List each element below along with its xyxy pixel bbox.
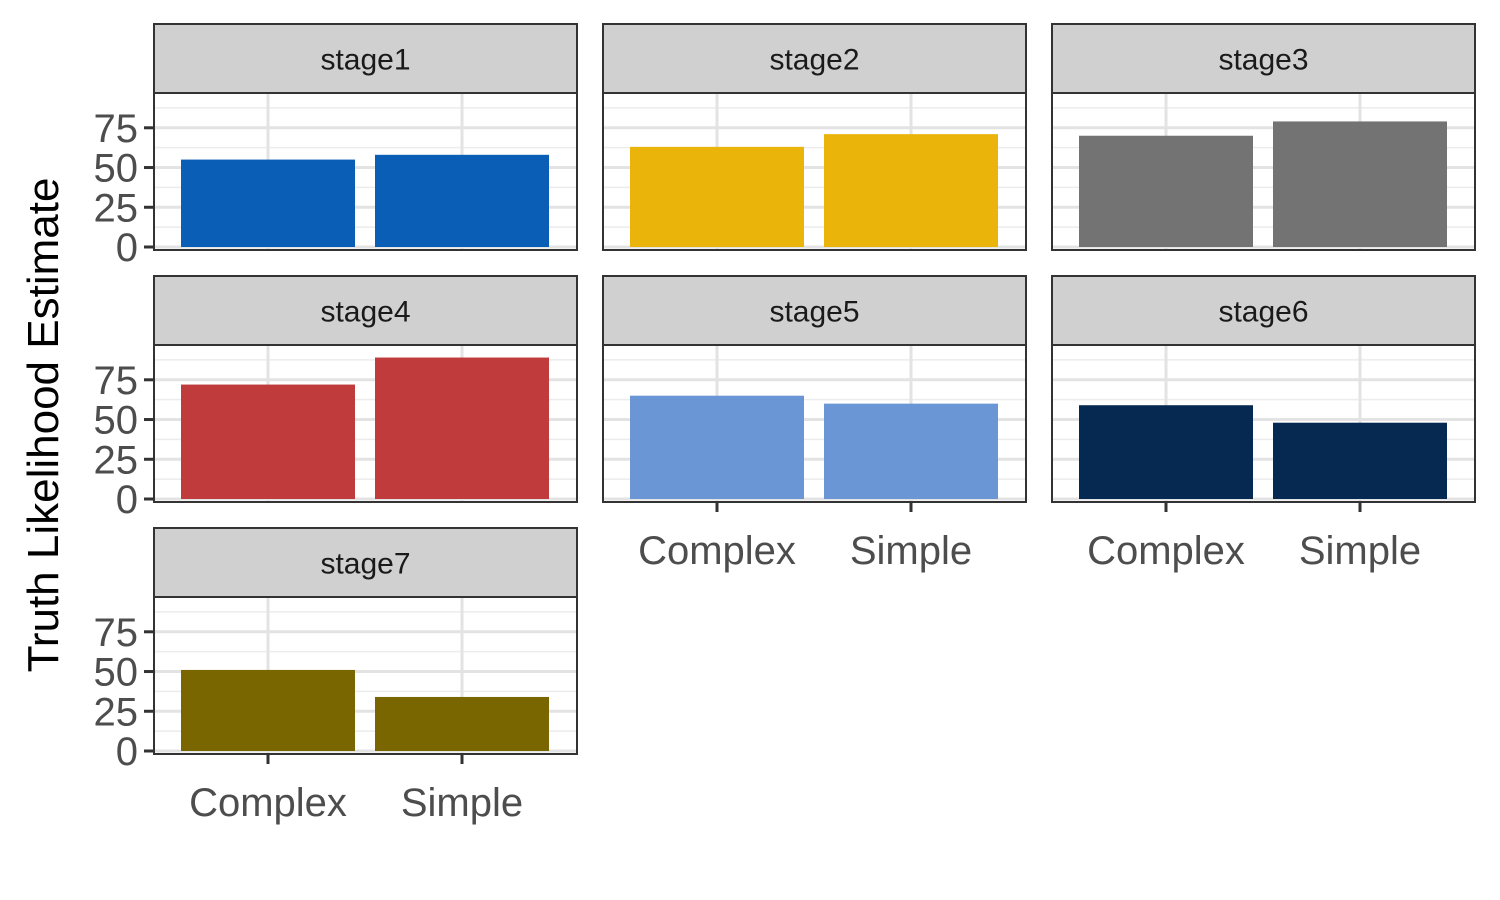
bar-stage5-simple — [824, 403, 998, 499]
x-tick-label: Simple — [850, 529, 972, 573]
x-tick-label: Complex — [1087, 529, 1245, 573]
x-tick-label: Complex — [189, 781, 347, 825]
y-tick-label: 50 — [94, 399, 139, 443]
strip-label: stage1 — [320, 44, 410, 77]
panel-border — [1051, 344, 1476, 503]
y-tick-label: 50 — [94, 651, 139, 695]
bar-stage7-simple — [375, 696, 549, 751]
bar-stage3-complex — [1079, 135, 1253, 247]
strip-background — [1051, 23, 1476, 94]
bar-stage1-simple — [375, 154, 549, 247]
strip-background — [602, 275, 1027, 346]
bar-stage3-simple — [1273, 121, 1447, 247]
y-tick-label: 0 — [116, 730, 138, 774]
y-tick-label: 0 — [116, 478, 138, 522]
y-tick-label: 0 — [116, 226, 138, 270]
panel-border — [602, 344, 1027, 503]
strip-background — [153, 23, 578, 94]
panel-border — [153, 596, 578, 755]
y-tick-label: 50 — [94, 147, 139, 191]
y-tick-label: 75 — [94, 359, 139, 403]
bar-stage7-complex — [181, 669, 355, 751]
bar-stage6-simple — [1273, 422, 1447, 499]
y-tick-label: 75 — [94, 611, 139, 655]
strip-label: stage7 — [320, 548, 410, 581]
y-tick-label: 75 — [94, 107, 139, 151]
facet-panel-stage3: stage3 — [1051, 23, 1476, 251]
strip-background — [153, 527, 578, 598]
strip-label: stage6 — [1218, 296, 1308, 329]
strip-label: stage2 — [769, 44, 859, 77]
y-axis-title: Truth Likelihood Estimate — [19, 178, 68, 673]
panel-border — [1051, 92, 1476, 251]
panel-border — [602, 92, 1027, 251]
panel-border — [153, 344, 578, 503]
strip-label: stage5 — [769, 296, 859, 329]
strip-background — [602, 23, 1027, 94]
panel-border — [153, 92, 578, 251]
y-tick-label: 25 — [94, 438, 139, 482]
x-tick-label: Simple — [401, 781, 523, 825]
x-tick-label: Complex — [638, 529, 796, 573]
strip-label: stage3 — [1218, 44, 1308, 77]
bar-stage6-complex — [1079, 405, 1253, 499]
bar-stage4-complex — [181, 384, 355, 499]
bar-stage2-simple — [824, 134, 998, 247]
x-tick-label: Simple — [1299, 529, 1421, 573]
bar-stage4-simple — [375, 357, 549, 499]
bar-stage1-complex — [181, 159, 355, 247]
strip-background — [1051, 275, 1476, 346]
facet-panel-stage2: stage2 — [602, 23, 1027, 251]
bar-stage2-complex — [630, 146, 804, 247]
y-tick-label: 25 — [94, 186, 139, 230]
y-tick-label: 25 — [94, 690, 139, 734]
bar-stage5-complex — [630, 395, 804, 499]
strip-label: stage4 — [320, 296, 410, 329]
